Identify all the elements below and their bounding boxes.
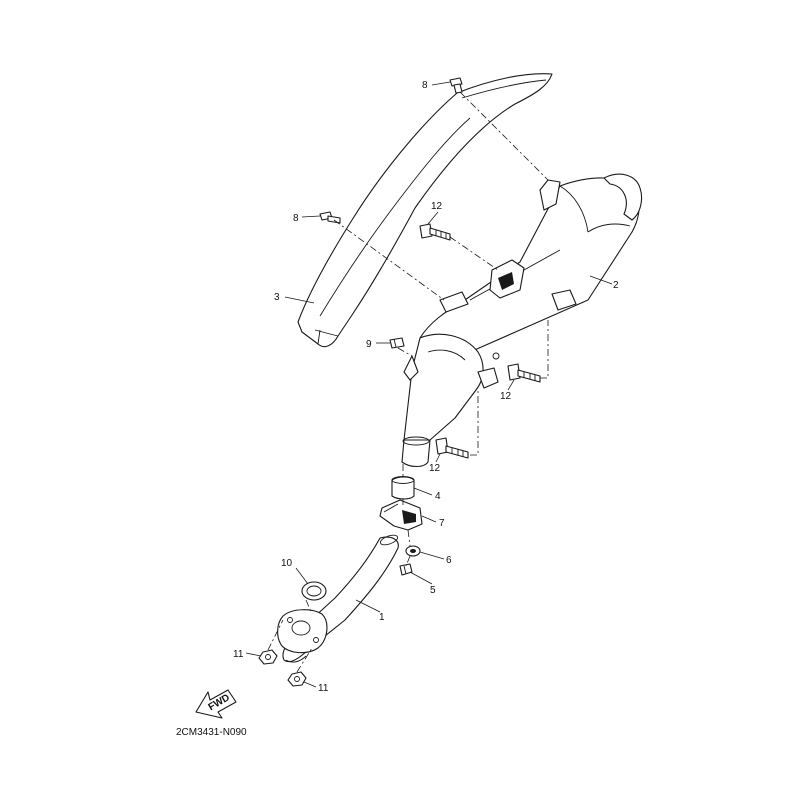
callout-5: 5	[430, 585, 436, 596]
callout-12-upper: 12	[431, 201, 443, 212]
gasket-ring	[391, 476, 415, 500]
pipe-clamp	[379, 499, 423, 531]
bolt-middle	[507, 363, 541, 383]
callout-12-lower: 12	[429, 463, 441, 474]
callout-4: 4	[435, 491, 441, 502]
callout-6: 6	[446, 555, 452, 566]
leader-lines	[245, 81, 613, 688]
screw-upper	[449, 77, 463, 94]
callout-8-lower: 8	[293, 213, 299, 224]
exhaust-gasket	[301, 581, 327, 601]
heat-protector-cover	[297, 73, 553, 348]
callout-2: 2	[613, 280, 619, 291]
callout-8-upper: 8	[422, 80, 428, 91]
callout-9: 9	[366, 339, 372, 350]
small-bolt	[399, 563, 413, 576]
nut-upper	[258, 649, 278, 665]
callout-7: 7	[439, 518, 445, 529]
bolt-upper	[419, 223, 451, 241]
callout-10: 10	[281, 558, 293, 569]
callout-labels: 1 2 3 4 5 6 7 8 8 9 10 11 11 12 12 12	[233, 80, 619, 694]
washer	[405, 545, 421, 557]
clip	[389, 337, 405, 349]
callout-11-lower: 11	[318, 683, 329, 694]
callout-11-upper: 11	[233, 649, 244, 660]
exhaust-pipe	[277, 534, 399, 663]
callout-1: 1	[379, 612, 385, 623]
screw-lower	[319, 211, 341, 224]
fwd-arrow-icon: FWD	[195, 689, 237, 719]
nut-lower	[287, 671, 307, 687]
diagram-code: 2CM3431-N090	[176, 727, 247, 738]
bolt-lower	[435, 437, 469, 459]
callout-3: 3	[274, 292, 280, 303]
assembly-lines	[267, 91, 549, 673]
callout-12-middle: 12	[500, 391, 512, 402]
muffler	[401, 173, 643, 468]
